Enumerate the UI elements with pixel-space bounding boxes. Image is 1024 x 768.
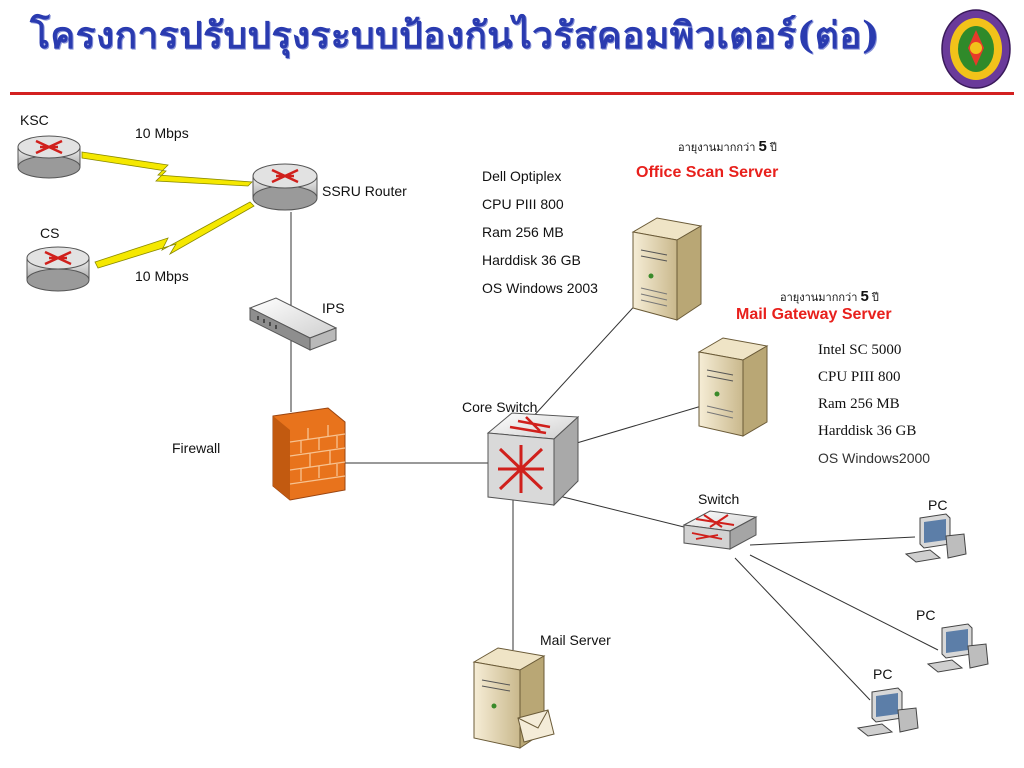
office-scan-age: อายุงานมากกว่า 5 ปี (678, 138, 777, 155)
spec-line: Ram 256 MB (482, 224, 564, 240)
node-label-ips: IPS (322, 300, 345, 316)
node-label-pc: PC (928, 497, 948, 513)
link-core-switch (554, 494, 689, 529)
spec-line: CPU PIII 800 (482, 196, 564, 212)
pc-icon (856, 687, 919, 737)
spec-line: Harddisk 36 GB (482, 252, 581, 268)
core-switch-icon (486, 412, 580, 507)
office-scan-server-name: Office Scan Server (636, 164, 779, 181)
node-label-core-switch: Core Switch (462, 399, 538, 415)
mail-server-icon (472, 647, 555, 749)
router-icon (17, 135, 81, 179)
pc-icon (904, 513, 967, 563)
link-core-mailgateway (569, 404, 706, 446)
link-switch-pc1 (749, 536, 916, 546)
mail-gateway-age: อายุงานมากกว่า 5 ปี (780, 288, 879, 305)
link-switch-pc3 (734, 557, 871, 701)
ips-appliance-icon (248, 297, 338, 351)
wan-link-cs (94, 201, 255, 269)
node-label-firewall: Firewall (172, 440, 221, 456)
node-label-cs: CS (40, 225, 60, 241)
title-divider (10, 92, 1014, 95)
node-label-pc: PC (916, 607, 936, 623)
link-speed-ksc: 10 Mbps (135, 125, 189, 141)
link-switch-pc2 (749, 554, 939, 651)
spec-line: OS Windows2000 (818, 450, 931, 466)
switch-icon (682, 510, 758, 550)
spec-line: CPU PIII 800 (818, 369, 901, 385)
router-icon (252, 163, 318, 211)
spec-line: Ram 256 MB (818, 396, 900, 412)
firewall-icon (272, 407, 346, 501)
university-seal-logo (941, 9, 1011, 89)
node-label-router: SSRU Router (322, 183, 407, 199)
mail-gateway-specs: Intel SC 5000 CPU PIII 800 Ram 256 MB Ha… (818, 337, 930, 472)
server-icon (697, 337, 769, 437)
connection-lines (290, 212, 939, 701)
spec-line: Dell Optiplex (482, 168, 562, 184)
pc-icon (926, 623, 989, 673)
spec-line: Intel SC 5000 (818, 342, 902, 358)
spec-line: OS Windows 2003 (482, 280, 598, 296)
envelope-icon (517, 709, 555, 743)
node-label-pc: PC (873, 666, 893, 682)
node-label-mail-server: Mail Server (540, 632, 611, 648)
wan-link-ksc (81, 151, 253, 187)
office-scan-specs: Dell Optiplex CPU PIII 800 Ram 256 MB Ha… (482, 162, 598, 302)
link-speed-cs: 10 Mbps (135, 268, 189, 284)
mail-gateway-server-name: Mail Gateway Server (736, 306, 892, 323)
node-label-ksc: KSC (20, 112, 49, 128)
link-core-officescan (529, 299, 641, 421)
router-icon (26, 246, 90, 292)
spec-line: Harddisk 36 GB (818, 423, 917, 439)
node-label-switch: Switch (698, 491, 740, 507)
server-icon (631, 217, 703, 321)
page-title: โครงการปรับปรุงระบบป้องกันไวรัสคอมพิวเตอ… (30, 13, 880, 57)
